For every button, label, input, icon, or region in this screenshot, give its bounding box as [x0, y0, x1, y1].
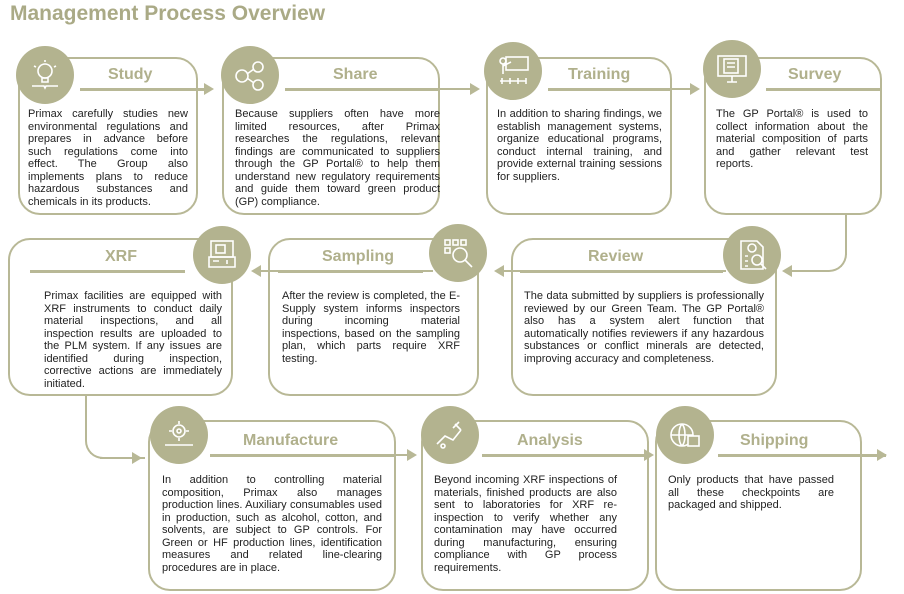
step-box-sampling: [268, 238, 479, 396]
monitor-form-icon: [717, 55, 747, 83]
step-circle-manufacture: [150, 406, 208, 464]
step-circle-xrf: [193, 226, 251, 284]
step-description-shipping: Only products that have passed all these…: [668, 474, 834, 511]
step-title-analysis: Analysis: [517, 432, 583, 449]
step-circle-training: [484, 42, 542, 100]
step-title-training: Training: [568, 66, 631, 83]
step-title-share: Share: [333, 66, 378, 83]
step-title-xrf: XRF: [105, 248, 137, 265]
hand-dropper-icon: [436, 421, 462, 449]
step-box-review: [511, 238, 777, 396]
step-box-training: [486, 57, 672, 215]
step-box-survey: [704, 57, 882, 215]
step-description-xrf: Primax facilities are equipped with XRF …: [44, 290, 222, 390]
page-title: Management Process Overview: [10, 2, 326, 25]
step-box-analysis: [421, 420, 649, 591]
arrow-review-sampling: [494, 265, 726, 277]
step-description-survey: The GP Portal® is used to collect inform…: [716, 108, 868, 170]
arrow-study-share: [80, 83, 214, 95]
step-title-manufacture: Manufacture: [243, 432, 339, 449]
step-description-analysis: Beyond incoming XRF inspections of mater…: [434, 474, 617, 574]
step-description-review: The data submitted by suppliers is profe…: [524, 290, 764, 365]
step-box-study: [18, 57, 198, 215]
arrow-xrf-manufacture: [100, 452, 142, 464]
gear-conveyor-icon: [165, 421, 193, 446]
xrf-machine-icon: [208, 240, 236, 268]
arrow-survey-review: [782, 265, 814, 277]
step-description-sampling: After the review is completed, the E-Sup…: [282, 290, 460, 365]
step-circle-share: [221, 46, 279, 104]
heading-underline: [766, 88, 882, 91]
connector-survey-review: [845, 215, 847, 255]
step-title-study: Study: [108, 66, 153, 83]
lightbulb-book-icon: [32, 60, 58, 90]
step-box-manufacture: [148, 420, 396, 591]
step-circle-review: [723, 226, 781, 284]
arrow-shipping-end: [718, 449, 887, 461]
arrow-sampling-xrf: [251, 265, 433, 277]
step-box-share: [222, 57, 440, 215]
step-title-survey: Survey: [788, 66, 842, 83]
grid-magnifier-icon: [444, 239, 473, 268]
step-title-review: Review: [588, 248, 644, 265]
arrow-share-training: [300, 83, 480, 95]
arrow-manufacture-analysis: [210, 449, 417, 461]
step-circle-study: [16, 46, 74, 104]
step-title-shipping: Shipping: [740, 432, 809, 449]
presenter-icon: [499, 56, 529, 84]
arrow-analysis-shipping: [482, 449, 654, 461]
heading-underline: [30, 270, 185, 273]
step-description-study: Primax carefully studies new environment…: [28, 108, 188, 208]
step-circle-survey: [703, 40, 761, 98]
step-circle-shipping: [656, 406, 714, 464]
step-title-sampling: Sampling: [322, 248, 395, 265]
share-people-icon: [235, 61, 264, 91]
step-description-share: Because suppliers often have more limite…: [235, 108, 440, 208]
step-description-training: In addition to sharing findings, we esta…: [497, 108, 662, 183]
step-circle-analysis: [421, 406, 479, 464]
globe-package-icon: [670, 423, 700, 447]
step-box-shipping: [655, 420, 862, 591]
document-search-icon: [740, 240, 767, 270]
step-description-manufacture: In addition to controlling material comp…: [162, 474, 382, 574]
step-box-xrf: [8, 238, 233, 396]
step-circle-sampling: [429, 224, 487, 282]
arrow-training-survey: [548, 83, 700, 95]
